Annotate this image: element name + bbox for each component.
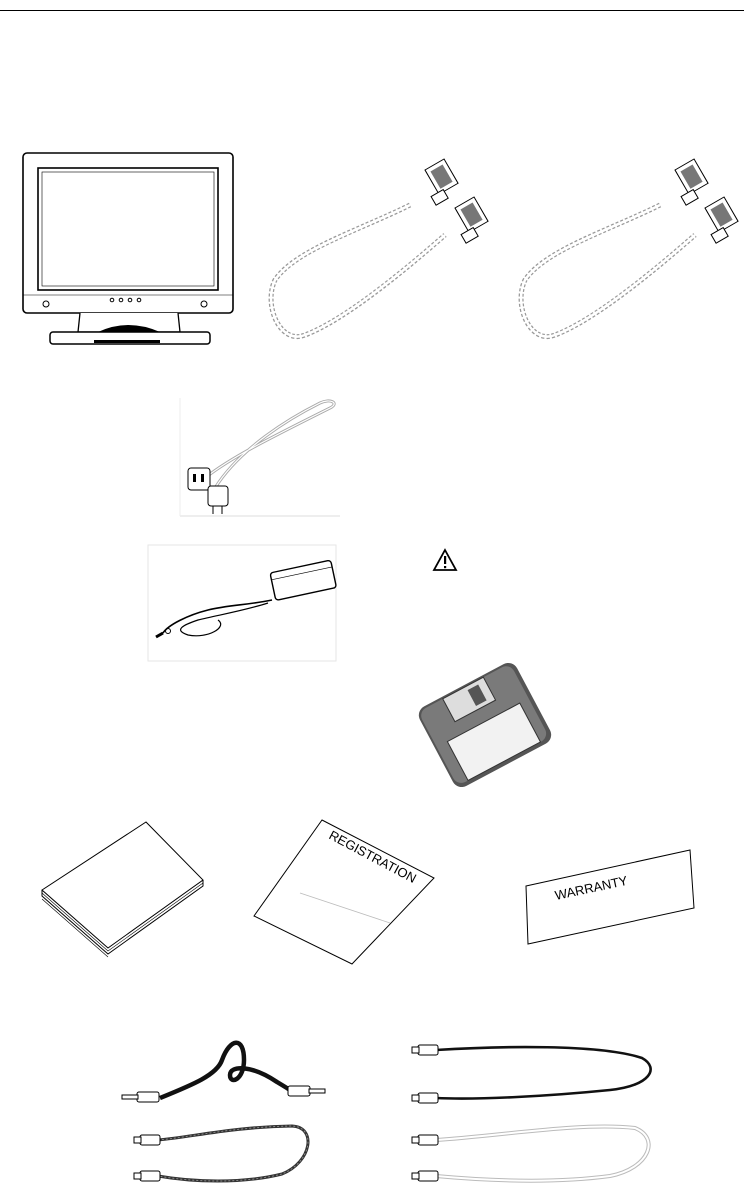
audio-cable-rca-light	[410, 1118, 660, 1194]
audio-cable-stereo	[112, 1030, 342, 1125]
registration-card: REGISTRATION	[252, 818, 442, 968]
header-rule	[0, 10, 744, 11]
audio-cable-rca-medium	[132, 1122, 322, 1194]
caution-icon	[432, 548, 458, 572]
power-cord	[180, 398, 340, 518]
vga-signal-cable-2	[515, 160, 744, 350]
warranty-card: WARRANTY	[520, 848, 700, 948]
user-manual-booklet	[38, 818, 208, 953]
ac-power-adapter	[148, 545, 338, 663]
driver-floppy-disk	[415, 670, 555, 780]
lcd-monitor-illustration	[20, 150, 240, 350]
vga-signal-cable-1	[265, 160, 495, 350]
audio-cable-rca-dark	[410, 1038, 660, 1113]
